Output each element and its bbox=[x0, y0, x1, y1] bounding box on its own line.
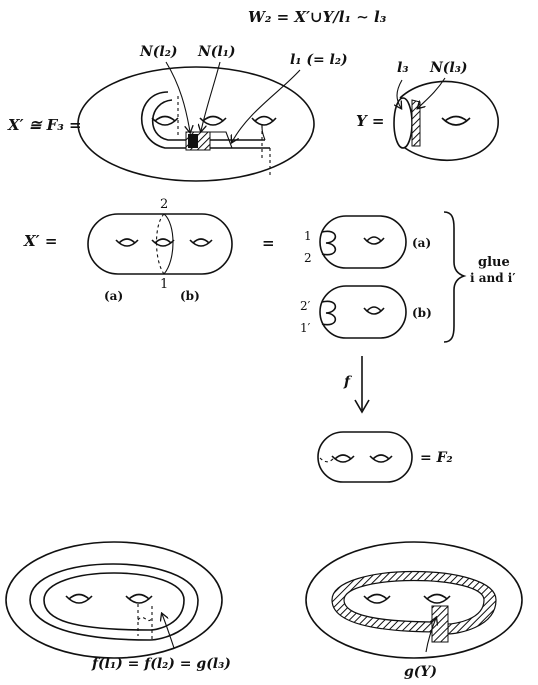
cut-curve bbox=[163, 213, 174, 275]
glue-label-line2: i and i′ bbox=[470, 271, 516, 285]
piece-a bbox=[319, 215, 407, 269]
part-b-label: (b) bbox=[180, 289, 200, 303]
arrow-n-l2 bbox=[165, 61, 190, 132]
region-g-y-strip bbox=[431, 605, 449, 643]
glue-brace bbox=[443, 211, 467, 343]
label-n-l2: N(l₂) bbox=[139, 44, 178, 60]
hole-1 bbox=[151, 115, 179, 126]
surface-bottom-left bbox=[5, 541, 223, 659]
piece-a-mark-2: 2 bbox=[304, 251, 312, 265]
caption-bottom-right: g(Y) bbox=[404, 664, 437, 680]
arrow-bottom-right bbox=[425, 618, 436, 653]
surface-y bbox=[393, 80, 499, 161]
piece-b-mark-2p: 2′ bbox=[300, 299, 311, 313]
label-y: Y = bbox=[356, 112, 385, 130]
surface-f2 bbox=[317, 431, 413, 483]
label-n-l1: N(l₁) bbox=[197, 44, 236, 60]
glue-label-line1: glue bbox=[478, 255, 510, 270]
mark-1: 1 bbox=[160, 277, 168, 292]
hole-3 bbox=[251, 115, 277, 126]
label-f2: = F₂ bbox=[420, 450, 453, 466]
arrow-bottom-left bbox=[162, 614, 175, 649]
piece-b-mark-1p: 1′ bbox=[300, 321, 311, 335]
label-l3: l₃ bbox=[397, 60, 408, 76]
region-n-l2 bbox=[188, 134, 198, 148]
arrow-l3 bbox=[397, 79, 403, 108]
piece-a-tag: (a) bbox=[412, 236, 431, 250]
surface-bottom-right bbox=[305, 541, 523, 659]
surface-xprime bbox=[87, 213, 233, 275]
piece-a-mark-1: 1 bbox=[304, 229, 312, 243]
piece-b-tag: (b) bbox=[412, 306, 432, 320]
label-map-f: f bbox=[343, 374, 353, 390]
label-n-l3: N(l₃) bbox=[429, 60, 468, 76]
piece-b bbox=[319, 285, 407, 339]
arrow-l1 bbox=[232, 69, 301, 142]
caption-bottom-left: f(l₁) = f(l₂) = g(l₃) bbox=[91, 656, 231, 672]
heading-formula: W₂ = X′∪Y/l₁ ∼ l₃ bbox=[248, 8, 387, 26]
part-a-label: (a) bbox=[104, 289, 123, 303]
surface-f3 bbox=[77, 66, 315, 182]
label-l1-eq-l2: l₁ (= l₂) bbox=[290, 52, 348, 68]
arrow-n-l3 bbox=[418, 77, 446, 108]
label-xprime: X′ = bbox=[23, 232, 57, 250]
mark-2: 2 bbox=[160, 197, 168, 212]
equals-sign: = bbox=[262, 234, 275, 252]
arrow-n-l1 bbox=[201, 61, 221, 131]
hole-2 bbox=[199, 115, 227, 126]
region-g-y-band bbox=[331, 570, 497, 635]
label-xprime-cong-f3: X′ ≅ F₃ = bbox=[7, 116, 82, 134]
